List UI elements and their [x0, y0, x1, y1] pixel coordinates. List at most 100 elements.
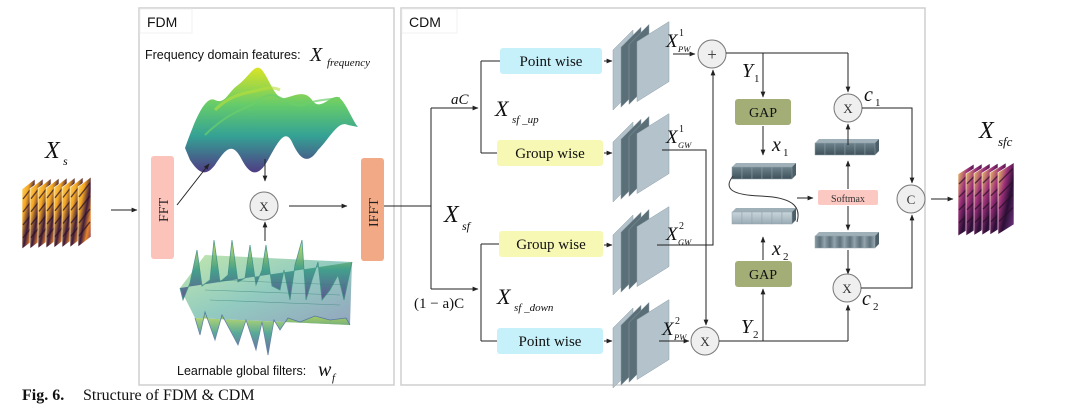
y1-subscript: 1 [754, 73, 760, 85]
xsf-up-subscript: sf _up [512, 114, 539, 126]
point-wise-bottom-block [497, 328, 603, 354]
c2-multiply-symbol: X [842, 281, 852, 296]
cdm-title-box [401, 8, 458, 34]
xsf-down-symbol: X [496, 284, 512, 309]
concat-symbol: C [907, 192, 916, 207]
figure-caption-number: Fig. 6. [22, 387, 64, 404]
pw1-feature-slab [636, 21, 670, 103]
fdm-multiply-symbol: X [259, 199, 269, 214]
output-feature-map-texture [998, 194, 1014, 209]
x1-subscript: 1 [783, 147, 789, 159]
output-subscript: sfc [998, 134, 1013, 149]
figure-caption-text: Structure of FDM & CDM [83, 387, 255, 404]
gw2-subscript: GW [678, 237, 692, 247]
filter-symbol: w [318, 359, 332, 381]
concat-op [896, 184, 926, 214]
c2-subscript: 2 [873, 301, 879, 313]
output-feature-map [997, 161, 1015, 236]
x2-vector-cell [741, 211, 753, 225]
frequency-subscript: frequency [327, 57, 370, 69]
c2-to-concat-line [861, 214, 915, 289]
input-feature-map-texture [78, 221, 91, 237]
pw2-superscript: 2 [675, 316, 680, 327]
ifft-label: IFFT [367, 198, 382, 227]
xsf-subscript: sf [462, 219, 472, 233]
pw2-symbol: X [661, 319, 675, 340]
softmax-weight-2-vector-side [875, 232, 879, 248]
gw2-to-add-line [657, 69, 716, 246]
softmax-weight-1-vector-top [815, 139, 879, 143]
output-feature-map-texture [998, 207, 1014, 222]
softmax-weight-2-vector-cell [864, 235, 876, 249]
x2-vector-top [732, 208, 796, 212]
pw1-superscript: 1 [679, 28, 684, 39]
input-subscript: s [63, 154, 68, 168]
y1-symbol: Y [742, 60, 755, 82]
softmax-block [818, 190, 878, 205]
group-wise-top-block [497, 140, 603, 166]
softmax-weight-1-vector-cell [864, 142, 876, 156]
fft-to-frequency-arrow [176, 163, 210, 206]
cdm-title: CDM [409, 14, 441, 30]
softmax-label: Softmax [831, 194, 865, 205]
softmax-weight-2-vector-cell [844, 235, 856, 249]
softmax-weight-2-vector-cell [834, 235, 846, 249]
softmax-weight-2-vector-cell [824, 235, 836, 249]
input-feature-map-texture [78, 208, 91, 224]
point-wise-top-block [500, 48, 602, 74]
output-feature-map-texture [998, 181, 1014, 196]
group-wise-bottom-label: Group wise [516, 237, 586, 253]
lower-multiply-symbol: X [700, 334, 710, 349]
fft-label: FFT [157, 197, 172, 222]
x1-vector-cell [731, 166, 743, 180]
output-feature-map-texture [998, 168, 1014, 183]
caption-bold: Fig. 6. [22, 387, 64, 404]
pw1-subscript: PW [677, 44, 691, 54]
gw1-symbol: X [665, 127, 679, 148]
y2-symbol: Y [741, 316, 754, 338]
fdm-title-box [139, 8, 193, 34]
fdm-multiply-op [249, 191, 279, 221]
x2-vector-cell [751, 211, 763, 225]
x1-vector-cell [761, 166, 773, 180]
softmax-weight-1-vector-side [875, 139, 879, 155]
gw1-to-mul-line [662, 149, 709, 326]
gap-bottom-label: GAP [749, 268, 777, 283]
xsf-symbol: X [443, 202, 460, 228]
x2-vector-cell [761, 211, 773, 225]
input-feature-maps [21, 176, 92, 250]
pw2-feature-label: X 2 PW [661, 316, 687, 342]
up-ratio-label: aC [451, 92, 470, 108]
frequency-features-label: Frequency domain features: [145, 48, 301, 62]
y2-subscript: 2 [753, 329, 759, 341]
softmax-weight-1-vector-cell [824, 142, 836, 156]
fdm-title: FDM [147, 14, 177, 30]
gap-top-label: GAP [749, 106, 777, 121]
frequency-symbol: X [309, 44, 323, 66]
input-feature-map [77, 176, 92, 248]
group-wise-top-label: Group wise [515, 146, 585, 162]
input-symbol: X [44, 138, 61, 164]
x1-vector-cell [751, 166, 763, 180]
gw1-feature-label: X 1 GW [665, 124, 692, 150]
xsf-down-subscript: sf _down [514, 302, 554, 314]
add-op [697, 39, 727, 69]
fft-block [151, 156, 174, 259]
x1-vector-cell [741, 166, 753, 180]
softmax-weight-1-vector-cell [814, 142, 826, 156]
softmax-weight-2-vector-cell [814, 235, 826, 249]
gap-bottom-block [735, 261, 792, 287]
gw2-feature-slab [636, 206, 670, 288]
x2-symbol: x [771, 238, 781, 260]
x1-symbol: x [771, 134, 781, 156]
pw1-feature-label: X 1 PW [665, 28, 691, 54]
x1-vector-top [732, 163, 796, 167]
point-wise-bottom-label: Point wise [519, 334, 582, 350]
c2-symbol: c [862, 288, 871, 310]
c1-symbol: c [864, 84, 873, 106]
c1-subscript: 1 [875, 97, 881, 109]
x1-vector-cell [771, 166, 783, 180]
pw1-symbol: X [665, 31, 679, 52]
gw1-feature-slab [636, 113, 670, 195]
